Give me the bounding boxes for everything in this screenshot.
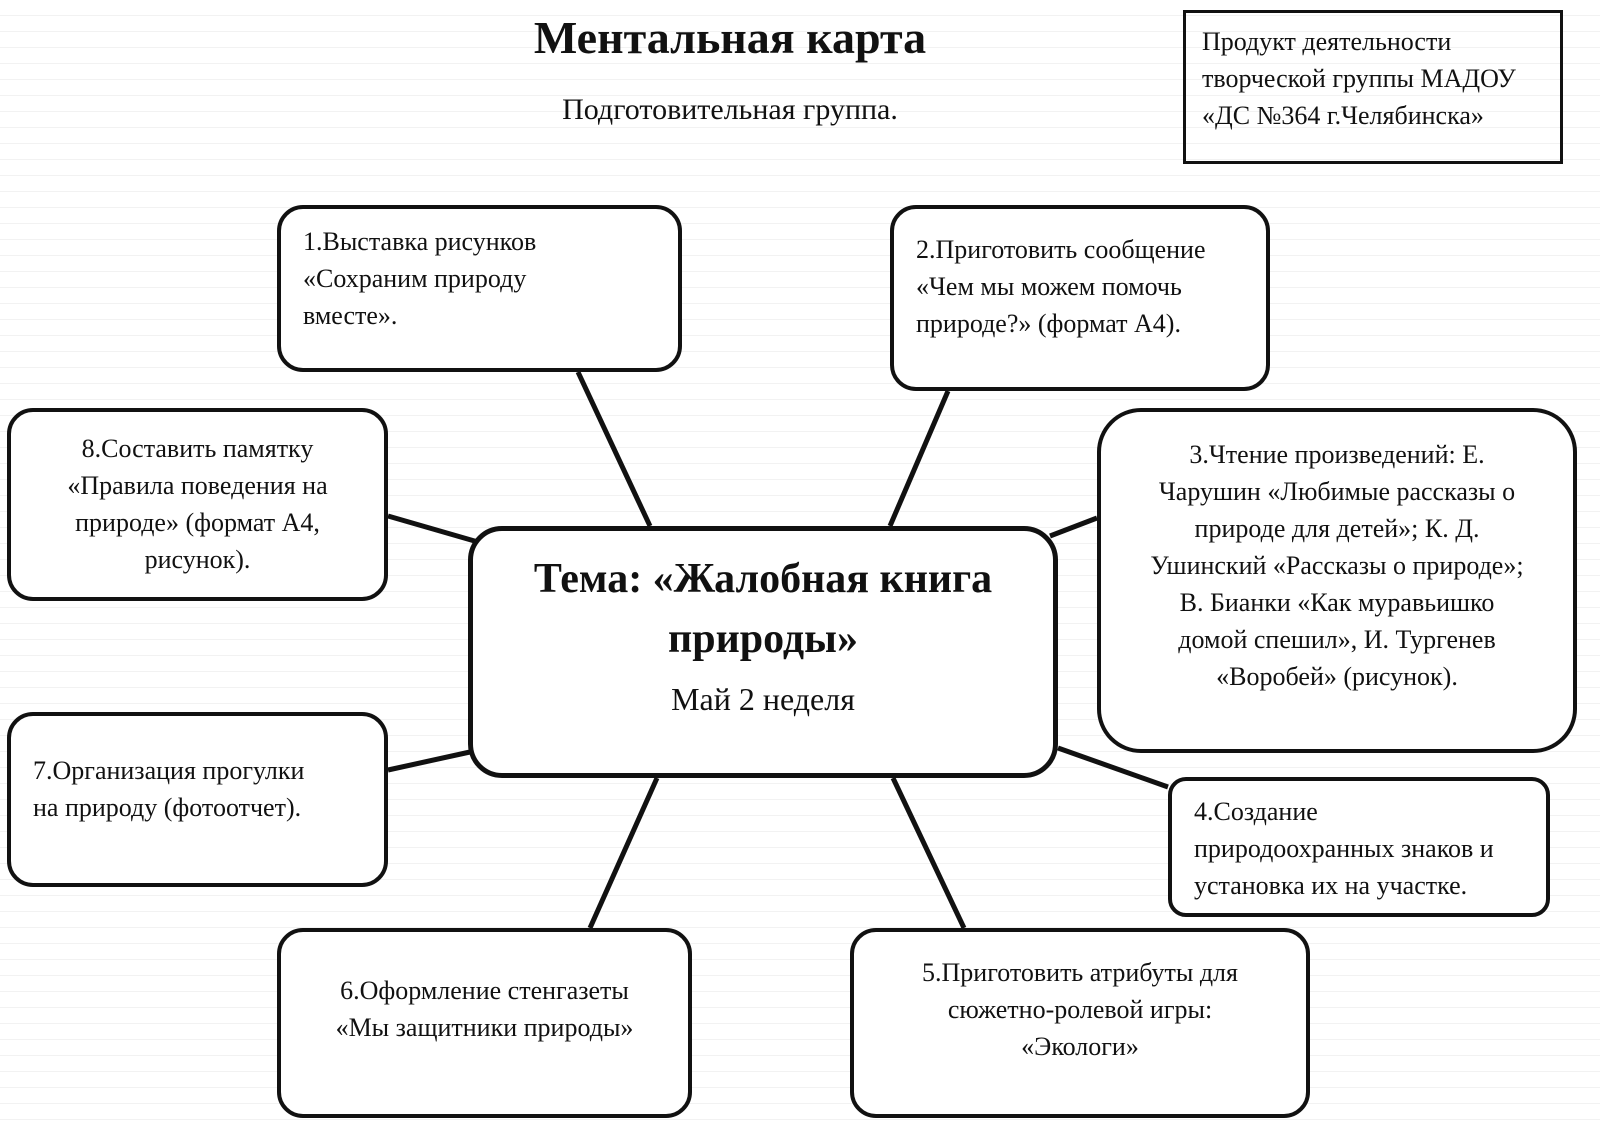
- node-text-line: на природу (фотоотчет).: [33, 793, 302, 822]
- node-7-nature-walk: 7.Организация прогулки на природу (фотоо…: [7, 712, 388, 887]
- connector-6: [587, 776, 660, 930]
- node-text-line: «Сохраним природу: [303, 264, 527, 293]
- node-text-line: природе?» (формат А4).: [916, 309, 1181, 338]
- node-text-line: 8.Составить памятку: [81, 434, 314, 463]
- center-topic-period: Май 2 неделя: [671, 681, 855, 717]
- node-text-line: природе» (формат А4,: [75, 508, 320, 537]
- center-topic-title: природы»: [668, 616, 858, 662]
- node-text-line: Чарушин «Любимые рассказы о: [1158, 477, 1516, 506]
- node-4-nature-signs: 4.Создание природоохранных знаков и уста…: [1168, 777, 1550, 917]
- product-line: творческой группы МАДОУ: [1202, 64, 1516, 93]
- connector-2: [887, 390, 951, 527]
- node-text-line: «Чем мы можем помочь: [916, 272, 1182, 301]
- node-text-line: природоохранных знаков и: [1194, 834, 1494, 863]
- node-text-line: 4.Создание: [1194, 797, 1318, 826]
- center-topic-node: Тема: «Жалобная книга природы» Май 2 нед…: [468, 526, 1058, 778]
- node-text-line: «Мы защитники природы»: [335, 1013, 634, 1042]
- connector-3: [1049, 515, 1098, 539]
- connector-4: [1057, 745, 1169, 790]
- page-subtitle: Подготовительная группа.: [562, 93, 898, 126]
- center-topic-title: Тема: «Жалобная книга: [533, 556, 993, 602]
- connector-5: [890, 776, 967, 930]
- node-text-line: «Правила поведения на: [67, 471, 328, 500]
- node-6-wall-newspaper: 6.Оформление стенгазеты «Мы защитники пр…: [277, 928, 692, 1118]
- node-text-line: 1.Выставка рисунков: [303, 227, 537, 256]
- node-3-reading-works: 3.Чтение произведений: Е. Чарушин «Любим…: [1097, 408, 1577, 753]
- node-text-line: 3.Чтение произведений: Е.: [1189, 440, 1485, 469]
- page-title: Ментальная карта: [533, 12, 927, 63]
- node-1-drawing-exhibition: 1.Выставка рисунков «Сохраним природу вм…: [277, 205, 682, 372]
- product-line: Продукт деятельности: [1202, 27, 1452, 56]
- node-text-line: рисунок).: [144, 545, 251, 574]
- product-credit-box: Продукт деятельности творческой группы М…: [1183, 10, 1563, 164]
- node-text-line: В. Бианки «Как муравьишко: [1179, 588, 1495, 617]
- node-2-prepare-message: 2.Приготовить сообщение «Чем мы можем по…: [890, 205, 1270, 391]
- node-text-line: 5.Приготовить атрибуты для: [922, 958, 1238, 987]
- connector-1: [575, 370, 653, 528]
- node-text-line: установка их на участке.: [1194, 871, 1468, 900]
- node-text-line: Ушинский «Рассказы о природе»;: [1150, 551, 1524, 580]
- node-text-line: домой спешил», И. Тургенев: [1178, 625, 1496, 654]
- node-text-line: «Воробей» (рисунок).: [1216, 662, 1458, 691]
- node-text-line: вместе».: [303, 301, 398, 330]
- connector-8: [387, 513, 479, 545]
- node-text-line: 6.Оформление стенгазеты: [340, 976, 629, 1005]
- node-8-behavior-memo: 8.Составить памятку «Правила поведения н…: [7, 408, 388, 601]
- node-text-line: природе для детей»; К. Д.: [1194, 514, 1480, 543]
- product-line: «ДС №364 г.Челябинска»: [1202, 101, 1484, 130]
- node-text-line: 2.Приготовить сообщение: [916, 235, 1206, 264]
- node-text-line: 7.Организация прогулки: [33, 756, 305, 785]
- connector-7: [387, 749, 471, 773]
- node-text-line: «Экологи»: [1021, 1032, 1139, 1061]
- node-text-line: сюжетно-ролевой игры:: [947, 995, 1213, 1024]
- node-5-role-play-attributes: 5.Приготовить атрибуты для сюжетно-ролев…: [850, 928, 1310, 1118]
